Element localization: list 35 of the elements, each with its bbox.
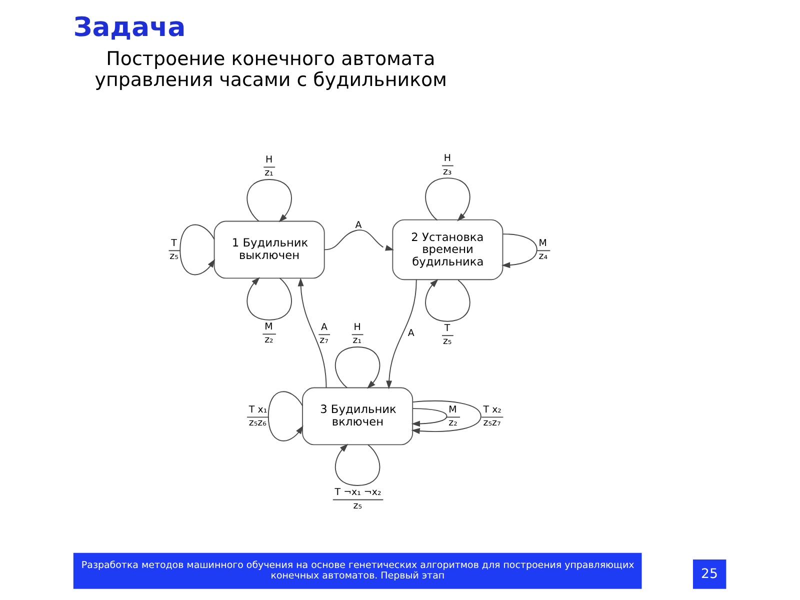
edge-label: M z₂ bbox=[264, 321, 273, 346]
label: 25 bbox=[700, 567, 718, 582]
node-box: 2 Установка времени будильника bbox=[392, 219, 503, 280]
edge-label: H z₃ bbox=[442, 152, 452, 178]
label: Построение конечного автомата управления часами с будильником bbox=[94, 48, 446, 92]
edge-label: T z₅ bbox=[442, 322, 452, 348]
edge-label: H z₁ bbox=[264, 154, 273, 179]
arrow bbox=[410, 408, 460, 427]
edge-label: M z₂ bbox=[448, 404, 457, 429]
edge-label: T x₂ z₅z₇ bbox=[482, 404, 501, 429]
arrow bbox=[386, 279, 416, 390]
arrow bbox=[246, 391, 303, 442]
arrow bbox=[332, 444, 384, 500]
arrow bbox=[424, 279, 470, 336]
arrow bbox=[246, 277, 292, 335]
node-box: 1 Будильник выключен bbox=[213, 220, 324, 279]
arrow bbox=[501, 234, 550, 268]
edge-label: T z₅ bbox=[169, 238, 178, 262]
diagram-title: Задача bbox=[72, 12, 186, 44]
label: Разработка методов машинного обучения на основе генетических алгоритмов для построения управляющих конечных автоматов. Первый этап bbox=[80, 560, 634, 582]
edge-label: T ¬x₁ ¬x₂ z₅ bbox=[334, 486, 381, 512]
arrow bbox=[334, 334, 380, 389]
arrow bbox=[246, 166, 292, 222]
edge-label: H z₁ bbox=[352, 322, 362, 346]
arrow bbox=[410, 400, 504, 434]
edge-label: A z₇ bbox=[319, 322, 328, 346]
edge-label: T x₁ z₅z₆ bbox=[248, 404, 267, 429]
arrow bbox=[424, 165, 470, 222]
edge-label: A bbox=[354, 220, 362, 231]
node-box: 3 Будильник включен bbox=[302, 387, 413, 446]
arrow bbox=[323, 230, 394, 251]
arrow bbox=[168, 224, 215, 276]
arrow bbox=[297, 278, 330, 388]
edge-label: A bbox=[407, 328, 414, 340]
edge-label: M z₄ bbox=[538, 238, 548, 262]
